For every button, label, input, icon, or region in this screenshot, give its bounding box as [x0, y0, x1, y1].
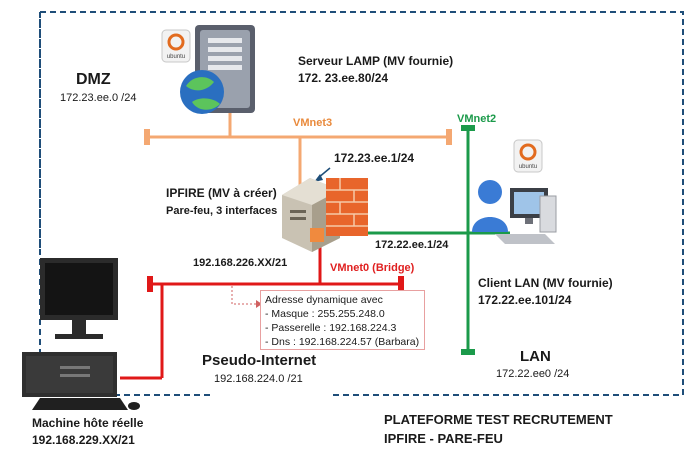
internet-label: Pseudo-Internet: [202, 352, 317, 369]
host-machine-icon: [22, 258, 140, 410]
lan-label: LAN: [520, 348, 551, 365]
lamp-server-icon: ubuntu: [161, 25, 255, 114]
client-title: Client LAN (MV fournie): [478, 276, 613, 290]
note-line: - Dns : 192.168.224.57 (Barbara): [265, 336, 420, 348]
ipfire-title: IPFIRE (MV à créer): [166, 186, 277, 200]
ipfire-firewall-icon: [282, 178, 368, 252]
footer-title-line1: PLATEFORME TEST RECRUTEMENT: [384, 412, 613, 427]
host-title: Machine hôte réelle: [32, 416, 144, 430]
host-ip: 192.168.229.XX/21: [32, 433, 135, 447]
ipfire-dmz-ip: 172.23.ee.1/24: [334, 151, 415, 165]
note-line: Adresse dynamique avec: [265, 294, 383, 306]
note-callout-arrowhead: [256, 300, 262, 308]
ipfire-wan-ip: 192.168.226.XX/21: [193, 257, 288, 269]
note-line: - Passerelle : 192.168.224.3: [265, 322, 397, 334]
ip-arrowhead: [314, 174, 323, 182]
vmnet2-label: VMnet2: [457, 113, 497, 125]
note-line: - Masque : 255.255.248.0: [265, 308, 385, 320]
client-ip: 172.22.ee.101/24: [478, 293, 572, 307]
dmz-label: DMZ: [76, 71, 111, 88]
dhcp-note: Adresse dynamique avec - Masque : 255.25…: [260, 290, 425, 350]
wan-network-line: [120, 235, 404, 380]
lan-subnet: 172.22.ee0 /24: [496, 368, 570, 380]
ipfire-subtitle: Pare-feu, 3 interfaces: [166, 205, 278, 217]
svg-text:ubuntu: ubuntu: [167, 54, 185, 60]
footer-title-line2: IPFIRE - PARE-FEU: [384, 431, 503, 446]
dmz-network-line: [144, 112, 452, 185]
client-lan-icon: ubuntu: [472, 139, 557, 244]
vmnet3-label: VMnet3: [293, 117, 333, 129]
ipfire-lan-ip: 172.22.ee.1/24: [375, 239, 449, 251]
dmz-subnet: 172.23.ee.0 /24: [60, 92, 137, 104]
svg-text:ubuntu: ubuntu: [519, 164, 537, 170]
lamp-ip: 172. 23.ee.80/24: [298, 71, 389, 85]
vmnet0-label: VMnet0 (Bridge): [330, 262, 415, 274]
note-callout-arrow: [231, 286, 256, 305]
internet-subnet: 192.168.224.0 /21: [214, 373, 303, 385]
lamp-title: Serveur LAMP (MV fournie): [298, 54, 454, 68]
